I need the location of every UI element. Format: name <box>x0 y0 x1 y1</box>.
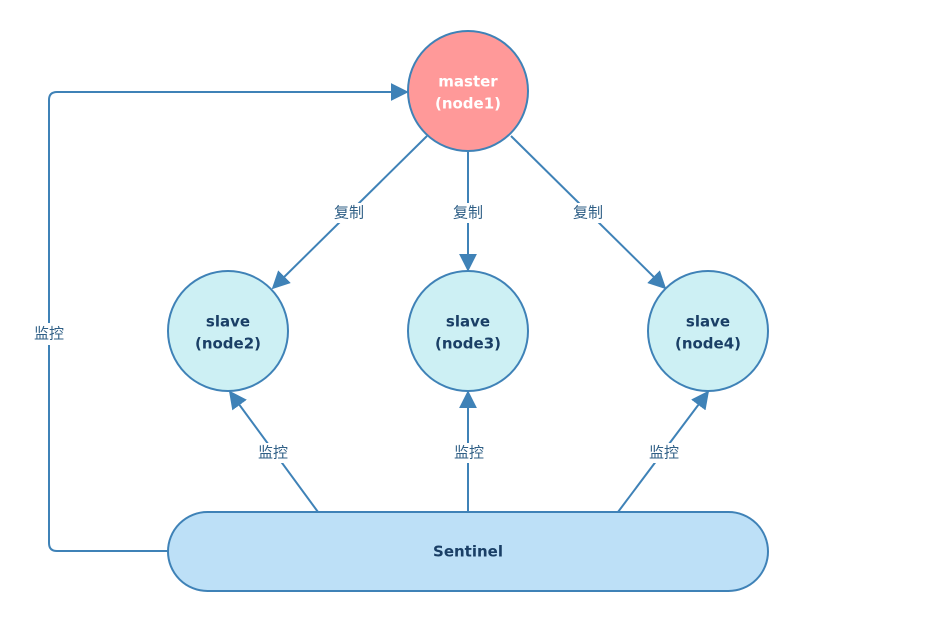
replicate-label-node4: 复制 <box>573 204 603 222</box>
slave-node3-name: slave <box>446 313 490 331</box>
slave-node3-id: (node3) <box>435 335 501 353</box>
master-node-id: (node1) <box>435 95 501 113</box>
slave-node2[interactable]: slave (node2) <box>167 270 289 392</box>
replicate-label-node2: 复制 <box>334 204 364 222</box>
slave-node4-name: slave <box>686 313 730 331</box>
monitor-label-node2: 监控 <box>258 444 288 462</box>
master-node-name: master <box>438 73 498 91</box>
slave-node2-name: slave <box>206 313 250 331</box>
slave-node3[interactable]: slave (node3) <box>407 270 529 392</box>
monitor-label-master: 监控 <box>34 325 64 343</box>
replicate-label-node3: 复制 <box>453 204 483 222</box>
monitor-label-node3: 监控 <box>454 444 484 462</box>
slave-node2-id: (node2) <box>195 335 261 353</box>
slave-node4-id: (node4) <box>675 335 741 353</box>
monitor-edge-master <box>48 83 409 552</box>
monitor-label-node4: 监控 <box>649 444 679 462</box>
sentinel-node-label: Sentinel <box>433 543 503 561</box>
sentinel-node[interactable]: Sentinel <box>167 511 769 592</box>
master-node[interactable]: master (node1) <box>407 30 529 152</box>
slave-node4[interactable]: slave (node4) <box>647 270 769 392</box>
